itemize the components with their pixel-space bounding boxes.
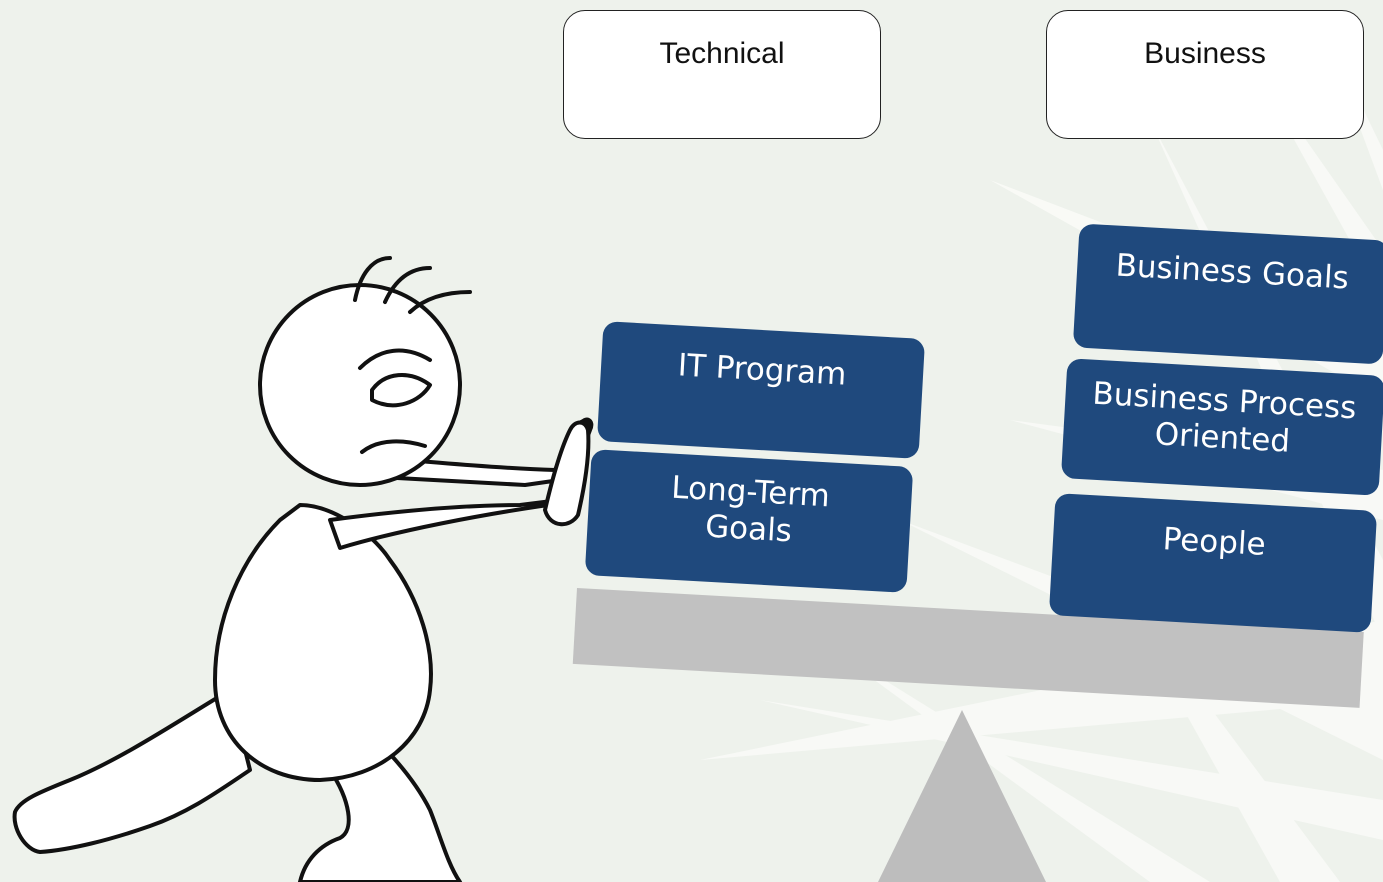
it-program-text: IT Program <box>676 347 848 393</box>
pushing-person-illustration <box>12 256 594 882</box>
business-label-box: Business <box>1046 10 1364 139</box>
business-process-block: Business Process Oriented <box>1060 358 1383 496</box>
business-goals-block: Business Goals <box>1072 223 1383 365</box>
technical-label-box: Technical <box>563 10 881 139</box>
long-term-goals-block: Long-Term Goals <box>584 449 914 593</box>
people-block: People <box>1048 493 1378 633</box>
technical-label: Technical <box>659 37 785 70</box>
business-goals-text: Business Goals <box>1114 247 1350 297</box>
business-label: Business <box>1144 37 1266 70</box>
people-text: People <box>1161 521 1267 563</box>
it-program-block: IT Program <box>596 321 926 459</box>
